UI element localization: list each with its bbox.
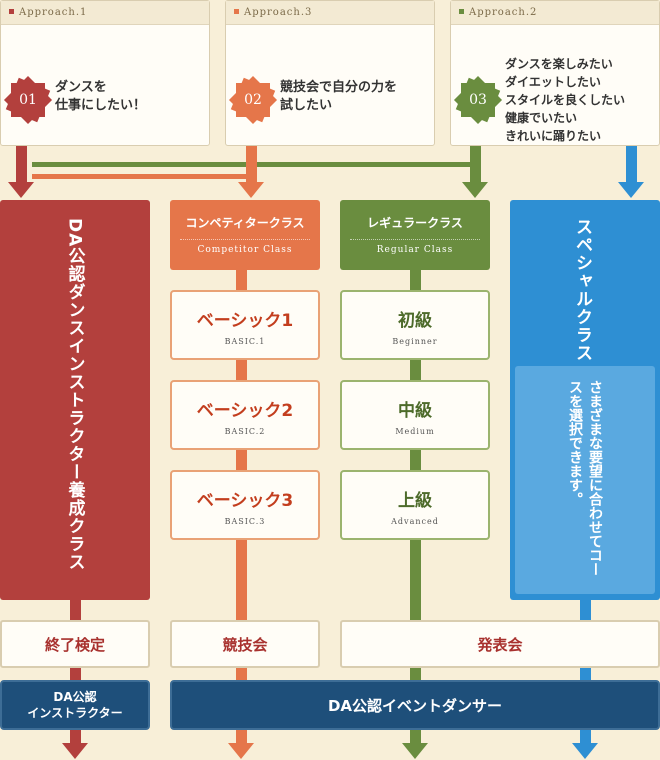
level-medium: 中級 Medium <box>340 380 490 450</box>
connector-green-bottom <box>410 730 421 744</box>
badge-burst-icon: 03 <box>461 83 495 117</box>
divider <box>350 239 480 240</box>
competitor-class-title: コンペティタークラス <box>185 216 305 230</box>
connector-blue <box>626 146 637 184</box>
regular-class-header: レギュラークラス Regular Class <box>340 200 490 270</box>
finish-competition: 競技会 <box>170 620 320 668</box>
level-advanced: 上級 Advanced <box>340 470 490 540</box>
connector-blue-bottom <box>580 730 591 744</box>
level-subtitle: BASIC.3 <box>224 517 266 526</box>
arrow-down-icon <box>618 182 644 198</box>
badge-burst-icon: 01 <box>11 83 45 117</box>
square-icon <box>9 9 14 14</box>
finish-label: 発表会 <box>477 635 523 654</box>
level-title: ベーシック1 <box>196 311 294 331</box>
approach-text: ダンスを 仕事にしたい！ <box>55 80 147 113</box>
level-subtitle: BASIC.2 <box>224 427 266 436</box>
connector-orange <box>246 146 257 184</box>
level-basic-3: ベーシック3 BASIC.3 <box>170 470 320 540</box>
outcome-event-dancer: DA公認イベントダンサー <box>170 680 660 730</box>
outcome-line-1: DA公認 <box>53 690 97 704</box>
connector-green-lower <box>410 668 421 682</box>
finish-instructor-exam: 終了検定 <box>0 620 150 668</box>
approach-header: Approach.2 <box>451 1 659 25</box>
divider <box>180 239 310 240</box>
level-title: ベーシック2 <box>196 401 294 421</box>
finish-label: 競技会 <box>222 635 268 654</box>
approach-label: Approach.2 <box>469 7 538 18</box>
connector-red <box>16 146 27 184</box>
approach-header: Approach.3 <box>226 1 434 25</box>
connector-red-bottom <box>70 730 81 744</box>
special-class-panel: スペシャルクラス さまざまな要望に合わせてコースを選択できます。 <box>510 200 660 600</box>
level-title: 中級 <box>398 401 432 421</box>
trunk-red <box>70 598 81 622</box>
square-icon <box>234 9 239 14</box>
approach-number: 03 <box>469 92 487 108</box>
finish-label: 終了検定 <box>44 635 105 654</box>
approach-card-3: Approach.3 02 競技会で自分の力を 試したい <box>225 0 435 146</box>
special-class-title: スペシャルクラス <box>572 218 592 362</box>
level-subtitle: Beginner <box>392 337 438 346</box>
regular-class-title: レギュラークラス <box>367 216 463 230</box>
square-icon <box>459 9 464 14</box>
badge-burst-icon: 02 <box>236 83 270 117</box>
trunk-blue <box>580 598 591 622</box>
arrow-down-icon <box>572 743 598 759</box>
level-subtitle: Medium <box>395 427 435 436</box>
arrow-down-icon <box>402 743 428 759</box>
instructor-class-title: DA公認ダンスインストラクター養成クラス <box>64 218 85 572</box>
approach-card-2: Approach.2 03 ダンスを楽しみたい ダイエットしたい スタイルを良く… <box>450 0 660 146</box>
level-beginner: 初級 Beginner <box>340 290 490 360</box>
approach-number: 02 <box>244 92 262 108</box>
approach-text: 競技会で自分の力を 試したい <box>280 80 398 113</box>
outcome-instructor: DA公認 インストラクター <box>0 680 150 730</box>
connector-orange-bottom <box>236 730 247 744</box>
connector-green <box>470 146 481 184</box>
regular-class-subtitle: Regular Class <box>376 245 454 255</box>
level-title: 初級 <box>398 311 432 331</box>
connector-blue-lower <box>580 668 591 682</box>
level-title: ベーシック3 <box>196 491 294 511</box>
approach-label: Approach.1 <box>19 7 88 18</box>
approach-card-1: Approach.1 01 ダンスを 仕事にしたい！ <box>0 0 210 146</box>
special-class-desc-box: さまざまな要望に合わせてコースを選択できます。 <box>515 366 655 594</box>
approach-text: ダンスを楽しみたい ダイエットしたい スタイルを良くしたい 健康でいたい きれい… <box>505 57 626 143</box>
level-basic-1: ベーシック1 BASIC.1 <box>170 290 320 360</box>
arrow-down-icon <box>462 182 488 198</box>
approach-label: Approach.3 <box>244 7 313 18</box>
finish-recital: 発表会 <box>340 620 660 668</box>
outcome-label: DA公認イベントダンサー <box>327 696 503 715</box>
connector-orange-h <box>32 174 252 179</box>
competitor-class-header: コンペティタークラス Competitor Class <box>170 200 320 270</box>
special-class-desc: さまざまな要望に合わせてコースを選択できます。 <box>567 380 603 576</box>
level-subtitle: Advanced <box>391 517 439 526</box>
arrow-down-icon <box>238 182 264 198</box>
arrow-down-icon <box>62 743 88 759</box>
approach-header: Approach.1 <box>1 1 209 25</box>
outcome-line-2: インストラクター <box>27 706 123 720</box>
connector-red-lower <box>70 668 81 682</box>
level-title: 上級 <box>398 491 432 511</box>
approach-number: 01 <box>19 92 37 108</box>
level-subtitle: BASIC.1 <box>224 337 266 346</box>
competitor-class-subtitle: Competitor Class <box>197 245 293 255</box>
arrow-down-icon <box>8 182 34 198</box>
level-basic-2: ベーシック2 BASIC.2 <box>170 380 320 450</box>
connector-orange-lower <box>236 668 247 682</box>
arrow-down-icon <box>228 743 254 759</box>
instructor-class-panel: DA公認ダンスインストラクター養成クラス <box>0 200 150 600</box>
